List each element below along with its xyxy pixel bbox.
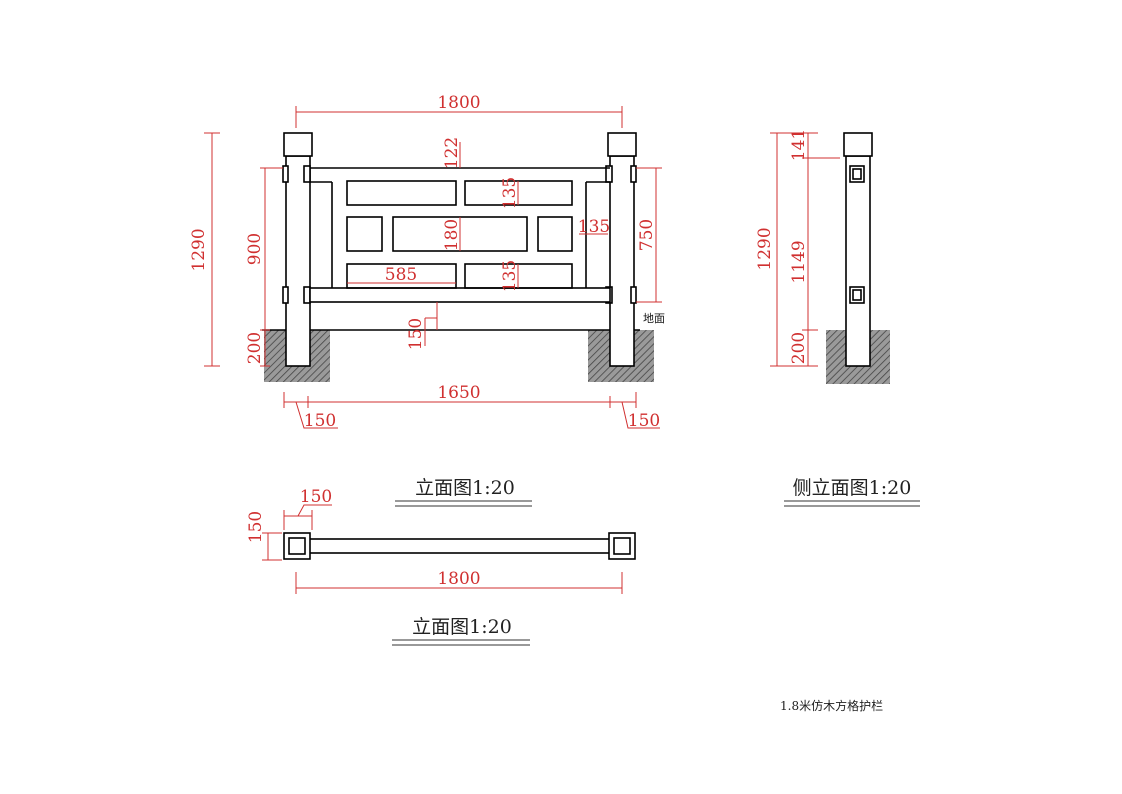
left-post-bottom-tab-inner	[303, 286, 311, 304]
side-post-cap	[843, 132, 873, 157]
dim-total-height: 1290	[189, 228, 209, 271]
side-dim-footing-depth: 200	[789, 332, 809, 364]
front-elevation-caption: 立面图1:20	[415, 477, 515, 499]
right-post-top-tab-outer	[630, 165, 637, 183]
ground-label: 地面	[643, 312, 665, 325]
front-elevation: 1800 1290 900 200 750 122 135 180 135 13…	[189, 93, 665, 507]
dim-top-gap: 122	[442, 137, 462, 169]
side-dim-cap-height: 141	[789, 129, 809, 161]
lattice-panel	[346, 180, 457, 206]
dim-upper-row: 135	[500, 177, 520, 209]
side-dim-shaft-height: 1149	[789, 240, 809, 283]
plan-left-post	[283, 532, 311, 560]
side-dim-total-height: 1290	[755, 227, 775, 270]
dim-rail-height: 900	[245, 233, 265, 265]
dim-footing-depth: 200	[245, 332, 265, 364]
right-post-bottom-tab-outer	[630, 286, 637, 304]
dim-left-post: 150	[304, 411, 336, 431]
right-post-cap	[607, 132, 637, 157]
plan-left-post-inner	[288, 537, 306, 555]
plan-dim-post-width: 150	[300, 487, 332, 507]
dim-side-gap: 135	[578, 217, 610, 237]
left-post-cap	[283, 132, 313, 157]
side-elevation-caption: 侧立面图1:20	[793, 477, 912, 499]
drawing-title-note: 1.8米仿木方格护栏	[780, 698, 883, 713]
lattice-panel	[346, 216, 383, 252]
bottom-rail	[309, 287, 611, 303]
lattice-panel	[346, 263, 457, 289]
plan-view: 150 150 1800 立面图1:20	[246, 487, 636, 646]
dim-panel-height: 750	[637, 219, 657, 251]
plan-right-post-inner	[613, 537, 631, 555]
left-post-top-tab	[282, 165, 289, 183]
plan-caption: 立面图1:20	[412, 616, 512, 638]
plan-right-post	[608, 532, 636, 560]
dim-right-post: 150	[628, 411, 660, 431]
right-post	[609, 155, 635, 367]
dim-post-spacing: 1650	[437, 383, 480, 403]
dim-long-panel: 585	[385, 265, 417, 285]
lattice-panel	[537, 216, 573, 252]
dim-bottom-gap: 150	[406, 318, 426, 350]
dim-middle-row: 180	[442, 219, 462, 251]
side-post-top-tenon	[849, 165, 865, 183]
plan-dim-overall-width: 1800	[437, 569, 480, 589]
dim-lower-row: 135	[500, 260, 520, 292]
side-elevation: 1290 141 1149 200 侧立面图1:20	[755, 129, 920, 507]
dim-overall-width: 1800	[437, 93, 480, 113]
left-post-bottom-tab	[282, 286, 289, 304]
plan-dim-post-depth: 150	[246, 511, 266, 543]
side-post-top-tenon-inner	[852, 168, 862, 180]
plan-rail	[307, 538, 611, 554]
side-post-bottom-tenon	[849, 286, 865, 304]
side-post	[845, 155, 871, 367]
left-post	[285, 155, 311, 367]
left-post-top-tab-inner	[303, 165, 311, 183]
side-post-bottom-tenon-inner	[852, 289, 862, 301]
